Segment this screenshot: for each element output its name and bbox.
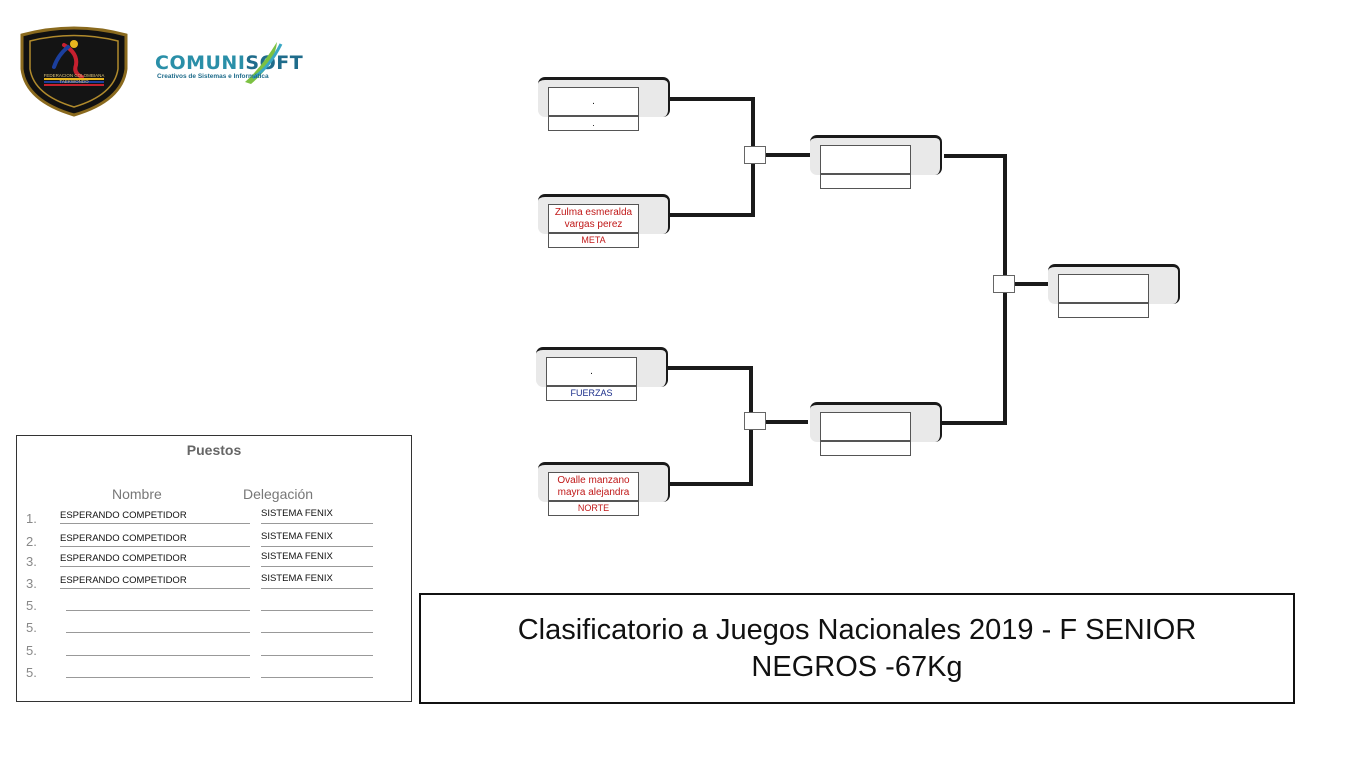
event-title-box: Clasificatorio a Juegos Nacionales 2019 …: [419, 593, 1295, 704]
match-node-2[interactable]: [744, 412, 766, 430]
competitor-name: Zulma esmeralda vargas perez: [548, 204, 639, 233]
delegation-name: SISTEMA FENIX: [261, 530, 373, 547]
competitor-team: META: [548, 233, 639, 248]
rank-number: 3.: [26, 576, 37, 591]
event-title-line1: Clasificatorio a Juegos Nacionales 2019 …: [517, 614, 1197, 646]
competitor-team: [820, 174, 911, 189]
delegation-name: SISTEMA FENIX: [261, 550, 373, 567]
competitor-name: ESPERANDO COMPETIDOR: [60, 552, 250, 567]
column-header-name: Nombre: [112, 486, 162, 502]
standings-row: 3. ESPERANDO COMPETIDOR SISTEMA FENIX: [17, 550, 411, 574]
competitor-name: .: [546, 357, 637, 386]
rank-number: 5.: [26, 620, 37, 635]
bracket-slot-final[interactable]: [1048, 264, 1180, 318]
competitor-name: [66, 663, 250, 678]
competitor-name: ESPERANDO COMPETIDOR: [60, 532, 250, 547]
bracket-slot-r1-4[interactable]: Ovalle manzano mayra alejandra NORTE: [538, 462, 670, 516]
delegation-name: [261, 616, 373, 633]
competitor-team: [1058, 303, 1149, 318]
competitor-name: ESPERANDO COMPETIDOR: [60, 574, 250, 589]
bracket-slot-r1-2[interactable]: Zulma esmeralda vargas perez META: [538, 194, 670, 248]
competitor-name: [820, 412, 911, 441]
competitor-name: [820, 145, 911, 174]
rank-number: 2.: [26, 534, 37, 549]
match-node-final[interactable]: [993, 275, 1015, 293]
competitor-name: [1058, 274, 1149, 303]
rank-number: 5.: [26, 643, 37, 658]
bracket-slot-semi-1[interactable]: [810, 135, 942, 189]
competitor-name: [66, 596, 250, 611]
competitor-name: [66, 641, 250, 656]
competitor-team: .: [548, 116, 639, 131]
match-node-1[interactable]: [744, 146, 766, 164]
competitor-name: [66, 618, 250, 633]
delegation-name: [261, 661, 373, 678]
bracket-slot-semi-2[interactable]: [810, 402, 942, 456]
standings-row: 5.: [17, 596, 411, 618]
standings-row: 2. ESPERANDO COMPETIDOR SISTEMA FENIX: [17, 530, 411, 554]
brand-name-a: COMUNI: [155, 52, 246, 74]
standings-row: 3. ESPERANDO COMPETIDOR SISTEMA FENIX: [17, 572, 411, 596]
delegation-name: [261, 594, 373, 611]
comunisoft-logo: COMUNISOFT Creativos de Sistemas e Infor…: [155, 38, 330, 88]
federation-logo-text: FEDERACION COLOMBIANA TAEKWONDO: [43, 73, 105, 84]
brand-tagline: Creativos de Sistemas e Informática: [157, 73, 269, 80]
standings-row: 5.: [17, 618, 411, 640]
bracket-slot-r1-1[interactable]: . .: [538, 77, 670, 131]
delegation-name: [261, 639, 373, 656]
column-header-delegation: Delegación: [243, 486, 314, 502]
competitor-team: [820, 441, 911, 456]
bracket-slot-r1-3[interactable]: . FUERZAS: [536, 347, 668, 401]
standings-row: 1. ESPERANDO COMPETIDOR SISTEMA FENIX: [17, 507, 411, 531]
competitor-name: ESPERANDO COMPETIDOR: [60, 509, 250, 524]
rank-number: 5.: [26, 665, 37, 680]
competitor-name: .: [548, 87, 639, 116]
event-title-line2: NEGROS -67Kg: [751, 651, 963, 683]
rank-number: 3.: [26, 554, 37, 569]
federation-shield-logo: [20, 26, 128, 117]
competitor-name: Ovalle manzano mayra alejandra: [548, 472, 639, 501]
delegation-name: SISTEMA FENIX: [261, 572, 373, 589]
standings-panel: Puestos Nombre Delegación 1. ESPERANDO C…: [16, 435, 412, 702]
delegation-name: SISTEMA FENIX: [261, 507, 373, 524]
standings-row: 5.: [17, 663, 411, 685]
standings-title: Puestos: [186, 442, 242, 458]
standings-row: 5.: [17, 641, 411, 663]
competitor-team: NORTE: [548, 501, 639, 516]
competitor-team: FUERZAS: [546, 386, 637, 401]
rank-number: 1.: [26, 511, 37, 526]
swoosh-icon: [245, 42, 283, 84]
rank-number: 5.: [26, 598, 37, 613]
